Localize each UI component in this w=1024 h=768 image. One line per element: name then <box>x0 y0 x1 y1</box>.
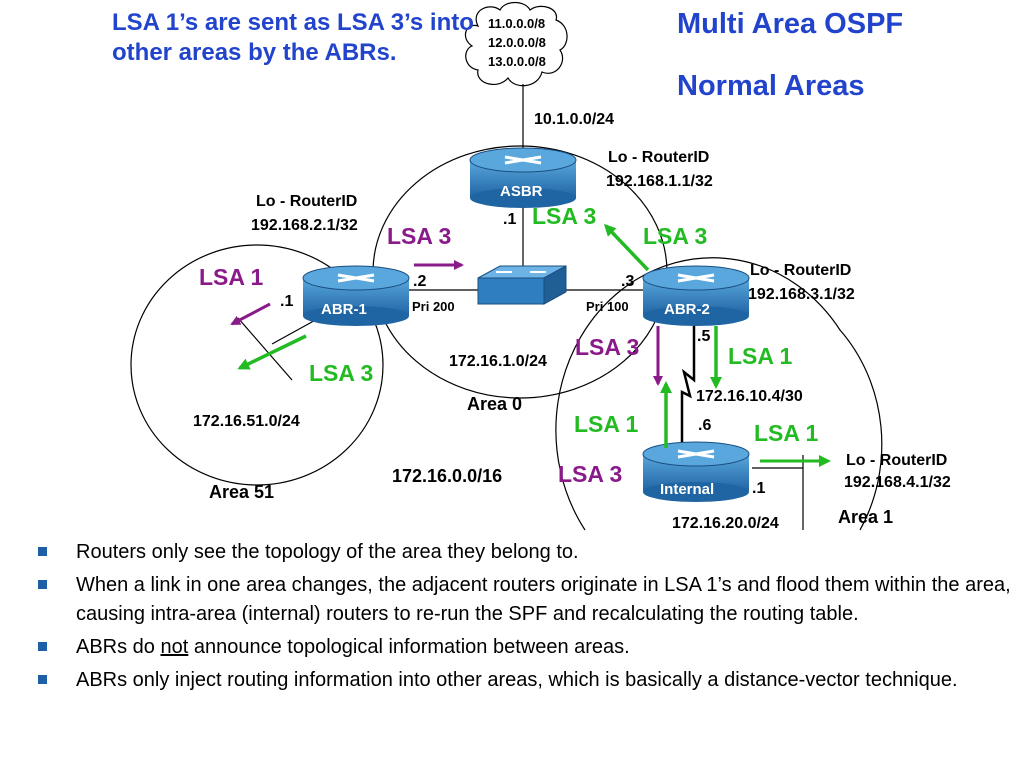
asbr-loopback-label: Lo - RouterID <box>608 149 710 166</box>
internal-interface-serial: .6 <box>698 417 712 434</box>
area1-lan-label: 172.16.20.0/24 <box>672 515 779 528</box>
diagram-caption: LSA 1’s are sent as LSA 3’s into other a… <box>112 9 474 66</box>
internal-router-icon <box>642 441 750 502</box>
area0-label: Area 0 <box>467 394 523 414</box>
asbr-name: ASBR <box>500 183 543 200</box>
abr2-interface-area0: .3 <box>621 273 635 290</box>
bullet-text: When a link in one area changes, the adj… <box>76 574 1011 625</box>
abr2-router-icon <box>642 265 750 326</box>
lsa3-area51-arrow <box>237 334 307 370</box>
bullet-text: ABRs only inject routing information int… <box>76 669 958 691</box>
lsa3-abr2-label: LSA 3 <box>643 223 708 249</box>
bullet-item: ABRs only inject routing information int… <box>36 666 1016 695</box>
abr2-loopback-label: Lo - RouterID <box>750 262 852 279</box>
bullet-marker <box>38 642 47 651</box>
internal-name: Internal <box>660 481 715 498</box>
summary-network-label: 172.16.0.0/16 <box>392 466 503 486</box>
bullet-item: ABRs do not announce topological informa… <box>36 633 1016 662</box>
area1-label: Area 1 <box>838 507 894 527</box>
abr1-router-icon <box>302 265 410 326</box>
internal-interface-lan: .1 <box>752 480 766 497</box>
area51-circle <box>130 244 384 486</box>
bullet-item: Routers only see the topology of the are… <box>36 538 1016 567</box>
abr1-interface-area0: .2 <box>413 273 427 290</box>
abr1-router-id: 192.168.2.1/32 <box>251 217 358 234</box>
abr1-loopback-label: Lo - RouterID <box>256 193 358 210</box>
bullet-text: ABRs do <box>76 636 161 658</box>
abr1-name: ABR-1 <box>321 301 367 318</box>
lsa3-abr2-down-label: LSA 3 <box>575 334 640 360</box>
serial-link <box>680 322 696 448</box>
area0-lan-label: 172.16.1.0/24 <box>449 353 547 370</box>
lsa1-area51-arrow <box>230 302 271 326</box>
bullet-text: announce topological information between… <box>188 636 630 658</box>
switch-icon <box>477 265 567 305</box>
lsa3-to-asbr-arrow <box>603 223 650 272</box>
asbr-router-icon <box>469 147 577 208</box>
lsa1-abr2-label: LSA 1 <box>728 343 793 369</box>
abr2-interface-area1: .5 <box>697 328 711 345</box>
bullet-marker <box>38 547 47 556</box>
lsa1-internal-right-label: LSA 1 <box>754 420 819 446</box>
lsa3-area51-label: LSA 3 <box>309 360 374 386</box>
abr1-priority: Pri 200 <box>412 299 455 314</box>
page-subtitle: Normal Areas <box>677 70 865 102</box>
bullet-text: Routers only see the topology of the are… <box>76 541 579 563</box>
abr1-interface-area51: .1 <box>280 293 294 310</box>
area51-lan-label: 172.16.51.0/24 <box>193 413 300 430</box>
lsa1-internal-label: LSA 1 <box>574 411 639 437</box>
bullet-emphasis: not <box>160 636 189 658</box>
bullet-list: Routers only see the topology of the are… <box>36 538 1016 699</box>
abr2-router-id: 192.168.3.1/32 <box>748 286 855 303</box>
bullet-marker <box>38 675 47 684</box>
page-title: Multi Area OSPF <box>677 8 904 40</box>
lsa3-asbr-label: LSA 3 <box>532 203 597 229</box>
lsa3-area0-label: LSA 3 <box>387 223 452 249</box>
area51-lan-line <box>237 317 293 381</box>
lsa3-internal-label: LSA 3 <box>558 461 623 487</box>
external-link-label: 10.1.0.0/24 <box>534 111 615 128</box>
area1-circle <box>555 257 883 531</box>
lsa1-area51-label: LSA 1 <box>199 264 264 290</box>
bullet-marker <box>38 580 47 589</box>
abr2-priority: Pri 100 <box>586 299 629 314</box>
serial-link-label: 172.16.10.4/30 <box>696 388 803 405</box>
cloud-network-1: 11.0.0.0/8 <box>488 16 546 31</box>
cloud-network-3: 13.0.0.0/8 <box>488 54 546 69</box>
asbr-router-id: 192.168.1.1/32 <box>606 173 713 190</box>
asbr-interface: .1 <box>503 211 517 228</box>
abr2-name: ABR-2 <box>664 301 710 318</box>
area51-label: Area 51 <box>209 482 275 502</box>
cloud-network-2: 12.0.0.0/8 <box>488 35 546 50</box>
internal-loopback-label: Lo - RouterID <box>846 452 948 469</box>
internal-router-id: 192.168.4.1/32 <box>844 474 951 491</box>
bullet-item: When a link in one area changes, the adj… <box>36 571 1016 629</box>
cloud-shape <box>464 1 568 87</box>
